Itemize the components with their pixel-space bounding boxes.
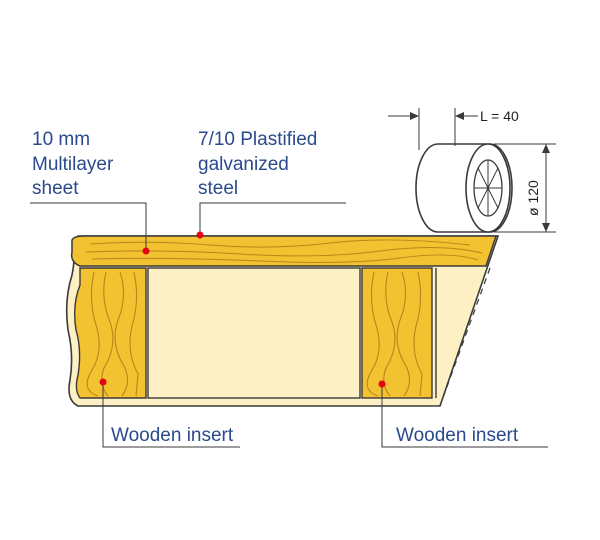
- leader-lines: [30, 202, 548, 448]
- cut-line: [439, 267, 491, 407]
- leader-steel: [199, 202, 346, 234]
- corner-wheel: [415, 143, 513, 233]
- wheel-spokes: [474, 160, 502, 216]
- label-steel-1: 7/10 Plastified: [198, 129, 317, 150]
- label-insert-left: Wooden insert: [111, 425, 234, 446]
- multilayer-grain: [85, 239, 483, 263]
- label-multilayer-3: sheet: [32, 178, 79, 199]
- label-insert-right: Wooden insert: [396, 425, 519, 446]
- marker-steel: [196, 231, 204, 239]
- panel-infill: [147, 267, 361, 399]
- dimension-diameter-label: ø 120: [525, 180, 541, 216]
- label-steel-2: galvanized: [198, 154, 289, 175]
- leader-insert-left: [102, 382, 240, 448]
- dimension-length: [388, 108, 478, 150]
- leader-insert-right: [381, 384, 548, 448]
- marker-insert-right: [378, 380, 386, 388]
- label-multilayer-2: Multilayer: [32, 154, 114, 175]
- wooden-insert-right-grain: [366, 271, 423, 397]
- dimension-diameter: [494, 143, 556, 233]
- marker-insert-left: [99, 378, 107, 386]
- marker-multilayer: [142, 247, 150, 255]
- wooden-insert-left: [73, 267, 147, 399]
- markers: [99, 231, 386, 388]
- label-steel-3: steel: [198, 178, 238, 199]
- leader-multilayer: [30, 202, 147, 250]
- label-multilayer-1: 10 mm: [32, 129, 90, 150]
- dimension-length-label: L = 40: [480, 108, 519, 124]
